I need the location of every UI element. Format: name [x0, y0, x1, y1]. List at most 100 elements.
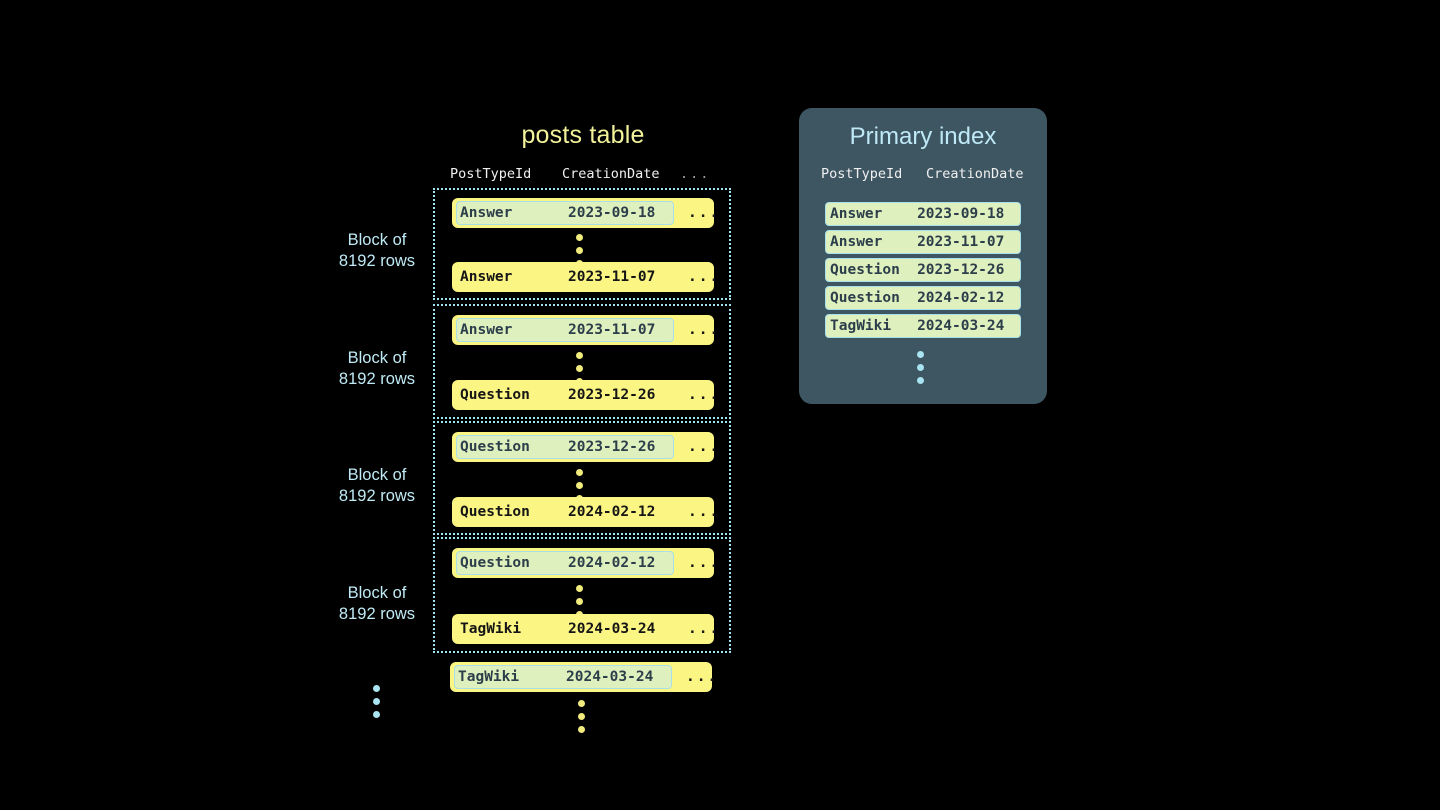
dot	[372, 685, 380, 692]
dot	[575, 365, 583, 372]
cell-creationdate: 2024-02-12	[568, 555, 656, 571]
primary-index-panel: Primary index PostTypeId CreationDate An…	[799, 108, 1047, 404]
cell-creationdate: 2023-11-07	[917, 234, 1005, 250]
row-key-cells: Question 2023-12-26	[456, 383, 674, 407]
cell-ellipsis: ...	[688, 387, 721, 403]
block-label: Block of 8192 rows	[327, 583, 427, 625]
dot	[372, 711, 380, 718]
block-label-line2: 8192 rows	[338, 487, 416, 505]
column-header-ellipsis: ...	[680, 166, 711, 182]
posts-table-column-headers: PostTypeId CreationDate ...	[450, 166, 736, 182]
block-label-line2: 8192 rows	[338, 605, 416, 623]
cell-posttypeid: Question	[830, 262, 900, 278]
blocks-ellipsis-vertical	[369, 685, 383, 718]
row-key-cells: Question 2023-12-26	[456, 435, 674, 459]
table-ellipsis-vertical	[574, 700, 588, 733]
table-row[interactable]: Answer 2023-11-07 ...	[452, 262, 718, 292]
dot	[916, 377, 924, 384]
dot	[575, 469, 583, 476]
primary-index-title: Primary index	[849, 123, 997, 150]
index-entry[interactable]: Answer 2023-09-18	[825, 202, 1021, 226]
block-label-line1: Block of	[347, 584, 407, 602]
cell-ellipsis: ...	[688, 504, 721, 520]
dot	[916, 351, 924, 358]
block-label-line1: Block of	[347, 349, 407, 367]
index-entry[interactable]: TagWiki 2024-03-24	[825, 314, 1021, 338]
table-row[interactable]: Question 2024-02-12 ...	[452, 497, 718, 527]
primary-index-column-headers: PostTypeId CreationDate	[821, 166, 1036, 182]
cell-posttypeid: TagWiki	[458, 669, 520, 685]
dot	[577, 726, 585, 733]
dot	[577, 713, 585, 720]
cell-creationdate: 2023-12-26	[917, 262, 1005, 278]
block-label-line2: 8192 rows	[338, 370, 416, 388]
posts-table-section: posts table PostTypeId CreationDate ... …	[330, 110, 750, 750]
table-block: Block of 8192 rows Answer 2023-09-18 ...…	[339, 188, 731, 300]
dot	[575, 234, 583, 241]
cell-ellipsis: ...	[688, 269, 721, 285]
cell-posttypeid: Answer	[830, 234, 883, 250]
index-entry[interactable]: Question 2024-02-12	[825, 286, 1021, 310]
cell-ellipsis: ...	[686, 669, 719, 685]
table-row[interactable]: TagWiki 2024-03-24 ...	[452, 614, 718, 644]
table-row[interactable]: Answer 2023-09-18 ...	[452, 198, 718, 228]
cell-posttypeid: Question	[460, 387, 530, 403]
cell-creationdate: 2023-12-26	[568, 387, 656, 403]
index-ellipsis-vertical	[913, 351, 927, 384]
row-key-cells: Answer 2023-11-07	[456, 265, 674, 289]
dot	[575, 598, 583, 605]
dot	[575, 585, 583, 592]
row-key-cells: Question 2024-02-12	[456, 551, 674, 575]
cell-creationdate: 2023-11-07	[568, 269, 656, 285]
row-key-cells: Question 2024-02-12	[456, 500, 674, 524]
dot	[577, 700, 585, 707]
cell-creationdate: 2023-11-07	[568, 322, 656, 338]
column-header-creationdate: CreationDate	[926, 166, 1024, 182]
cell-creationdate: 2024-02-12	[917, 290, 1005, 306]
index-entry[interactable]: Question 2023-12-26	[825, 258, 1021, 282]
row-key-cells: TagWiki 2024-03-24	[456, 617, 674, 641]
cell-creationdate: 2024-03-24	[917, 318, 1005, 334]
index-entry[interactable]: Answer 2023-11-07	[825, 230, 1021, 254]
row-key-cells: Answer 2023-09-18	[456, 201, 674, 225]
cell-ellipsis: ...	[688, 439, 721, 455]
cell-posttypeid: Answer	[460, 269, 513, 285]
cell-creationdate: 2024-02-12	[568, 504, 656, 520]
table-row[interactable]: Answer 2023-11-07 ...	[452, 315, 718, 345]
dot	[575, 247, 583, 254]
column-header-creationdate: CreationDate	[562, 166, 660, 182]
table-row[interactable]: Question 2023-12-26 ...	[452, 380, 718, 410]
cell-ellipsis: ...	[688, 322, 721, 338]
block-label: Block of 8192 rows	[327, 230, 427, 272]
cell-posttypeid: Answer	[830, 206, 883, 222]
cell-ellipsis: ...	[688, 205, 721, 221]
table-row[interactable]: Question 2023-12-26 ...	[452, 432, 718, 462]
cell-posttypeid: Question	[460, 439, 530, 455]
cell-ellipsis: ...	[688, 555, 721, 571]
cell-posttypeid: Question	[460, 555, 530, 571]
cell-creationdate: 2023-09-18	[917, 206, 1005, 222]
dot	[575, 352, 583, 359]
cell-creationdate: 2024-03-24	[568, 621, 656, 637]
cell-ellipsis: ...	[688, 621, 721, 637]
cell-creationdate: 2024-03-24	[566, 669, 654, 685]
cell-posttypeid: Question	[830, 290, 900, 306]
cell-creationdate: 2023-12-26	[568, 439, 656, 455]
posts-table-title: posts table	[521, 121, 645, 149]
table-row[interactable]: TagWiki 2024-03-24 ...	[450, 662, 716, 692]
cell-posttypeid: TagWiki	[460, 621, 522, 637]
cell-posttypeid: TagWiki	[830, 318, 892, 334]
cell-posttypeid: Answer	[460, 205, 513, 221]
column-header-posttypeid: PostTypeId	[821, 166, 903, 182]
table-block: Block of 8192 rows Question 2024-02-12 .…	[339, 537, 731, 653]
block-label: Block of 8192 rows	[327, 465, 427, 507]
cell-posttypeid: Question	[460, 504, 530, 520]
table-block: Block of 8192 rows Question 2023-12-26 .…	[339, 421, 731, 535]
dot	[372, 698, 380, 705]
table-row[interactable]: Question 2024-02-12 ...	[452, 548, 718, 578]
table-block: Block of 8192 rows Answer 2023-11-07 ...…	[339, 304, 731, 419]
row-key-cells: Answer 2023-11-07	[456, 318, 674, 342]
column-header-posttypeid: PostTypeId	[450, 166, 532, 182]
block-label-line1: Block of	[347, 231, 407, 249]
block-label: Block of 8192 rows	[327, 348, 427, 390]
